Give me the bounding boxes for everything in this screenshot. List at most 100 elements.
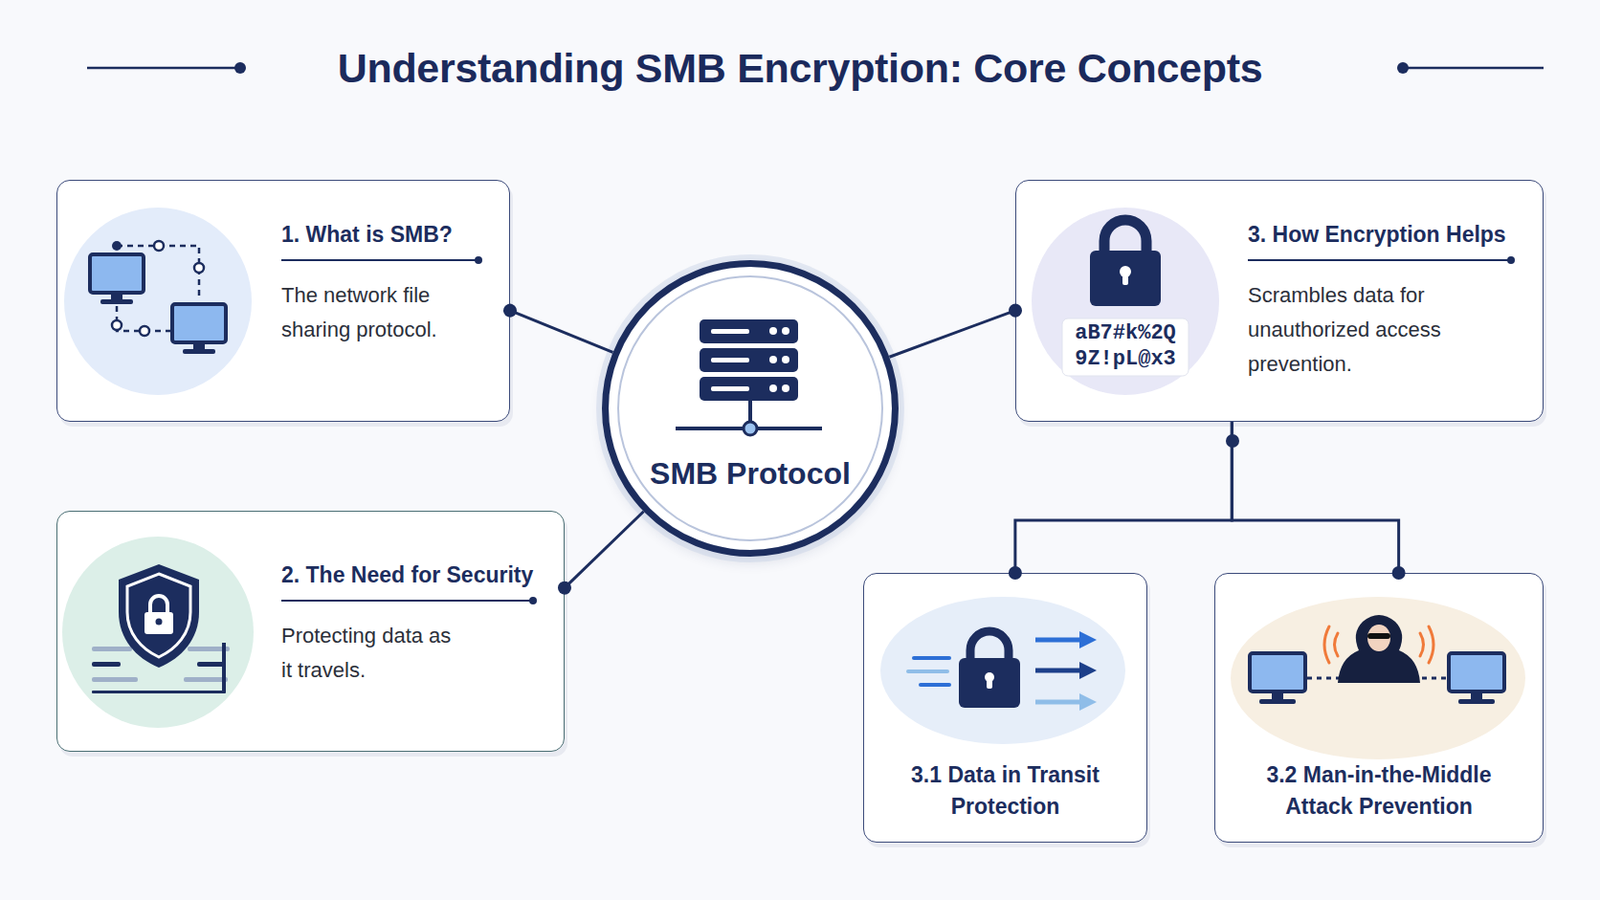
shield-icon	[62, 536, 254, 729]
connector-line	[564, 511, 645, 589]
hacker-face	[1367, 624, 1391, 652]
link-node	[139, 326, 150, 336]
data-bar	[91, 690, 226, 694]
icon-backdrop	[64, 207, 252, 396]
monitor-stand	[1271, 691, 1284, 701]
concept-body: Scrambles data for unauthorized access p…	[1247, 278, 1454, 382]
server-unit	[699, 319, 799, 344]
data-bar	[197, 662, 226, 667]
speed-line	[920, 683, 950, 688]
rule-dot	[234, 62, 246, 74]
monitor-stand	[111, 292, 123, 301]
data-bar	[91, 677, 138, 683]
monitor-base	[1458, 699, 1495, 705]
server-led	[781, 327, 790, 335]
dashed-link	[116, 245, 200, 301]
server-port	[743, 422, 757, 436]
concept-body: Protecting data as it travels.	[281, 619, 459, 689]
concept-heading: 1. What is SMB?	[281, 221, 479, 262]
connector-line	[1231, 422, 1399, 574]
lock-keyhole	[1122, 271, 1129, 286]
connector-dot	[1225, 434, 1240, 448]
server-slot	[711, 357, 750, 363]
icon-backdrop	[62, 536, 254, 729]
monitor-screen	[1249, 653, 1306, 692]
server-cable	[675, 426, 743, 431]
monitor-base	[182, 349, 216, 355]
server-led	[769, 384, 778, 393]
icon-backdrop	[1031, 207, 1220, 396]
connector-line	[888, 311, 1016, 358]
server-led	[781, 355, 790, 364]
shield	[118, 564, 200, 668]
hacker-figure	[1337, 615, 1421, 684]
signal-wave	[1334, 633, 1339, 657]
lock-body	[1089, 250, 1161, 307]
lock-body	[144, 612, 174, 635]
lock-keyhole	[986, 677, 993, 689]
data-bar	[222, 643, 226, 693]
link-node	[111, 320, 122, 331]
signal-wave	[1324, 626, 1330, 664]
monitor-stand	[1470, 691, 1483, 701]
signal-wave	[1428, 626, 1434, 664]
dashed-link	[116, 295, 171, 332]
lock-keyhole	[1119, 266, 1132, 278]
server-led	[769, 327, 778, 335]
monitor-stand	[193, 342, 205, 351]
link-node	[111, 241, 122, 251]
concept-box: 3. How Encryption HelpsScrambles data fo…	[1015, 179, 1544, 423]
server-led	[781, 384, 790, 393]
concept-box: 1. What is SMB? The network file sharing …	[56, 179, 511, 423]
lock-body	[958, 658, 1021, 709]
hub-circle: SMB Protocol	[601, 260, 899, 557]
signal-wave	[1420, 633, 1424, 657]
transit-arrow	[1079, 631, 1097, 649]
hacker-glasses	[1367, 633, 1391, 640]
diagram-title: Understanding SMB Encryption: Core Conce…	[0, 44, 1600, 92]
sub-concept-label: 3.2 Man-in-the-Middle Attack Prevention	[1249, 759, 1509, 823]
data-bar	[91, 646, 133, 652]
encryption-icon	[1031, 207, 1220, 396]
lock-keyhole	[984, 672, 995, 683]
transit-arrow	[1035, 700, 1082, 706]
transit-arrow	[1035, 668, 1082, 674]
icon-backdrop	[880, 597, 1126, 745]
data-bar	[91, 662, 121, 667]
data-bar	[187, 646, 230, 652]
monitor-screen	[89, 254, 144, 293]
concept-body: The network file sharing protocol.	[281, 278, 459, 348]
sub-concept-box: 3.1 Data in Transit Protection	[863, 573, 1148, 844]
lock-shackle	[1104, 220, 1147, 253]
icon-backdrop	[1230, 597, 1526, 760]
server-unit	[699, 348, 799, 373]
monitor-screen	[1448, 653, 1505, 692]
server-cable	[757, 426, 823, 431]
rule-line	[87, 66, 241, 70]
speed-line	[913, 656, 950, 661]
server-unit	[699, 377, 799, 401]
data-bar	[183, 677, 228, 683]
concept-box: 2. The Need for SecurityProtecting data …	[56, 511, 565, 753]
mitm-icon	[1230, 597, 1526, 760]
cipher-card	[1062, 318, 1189, 377]
rule-dot	[1397, 62, 1409, 74]
lock-shackle	[970, 631, 1009, 661]
concept-heading: 2. The Need for Security	[281, 561, 534, 602]
transit-arrow	[1079, 662, 1097, 680]
lock-keyhole	[155, 619, 163, 626]
link-node	[194, 263, 204, 273]
speed-line	[908, 669, 948, 674]
rule-line	[1402, 66, 1544, 70]
shield-rim	[127, 574, 191, 658]
monitor-base	[100, 299, 134, 305]
hub-label: SMB Protocol	[608, 454, 892, 493]
monitor-base	[1259, 699, 1296, 705]
connector-line	[1015, 422, 1232, 574]
sub-concept-box: 3.2 Man-in-the-Middle Attack Prevention	[1214, 573, 1544, 844]
transit-arrow	[1035, 638, 1082, 644]
server-slot	[711, 329, 750, 334]
